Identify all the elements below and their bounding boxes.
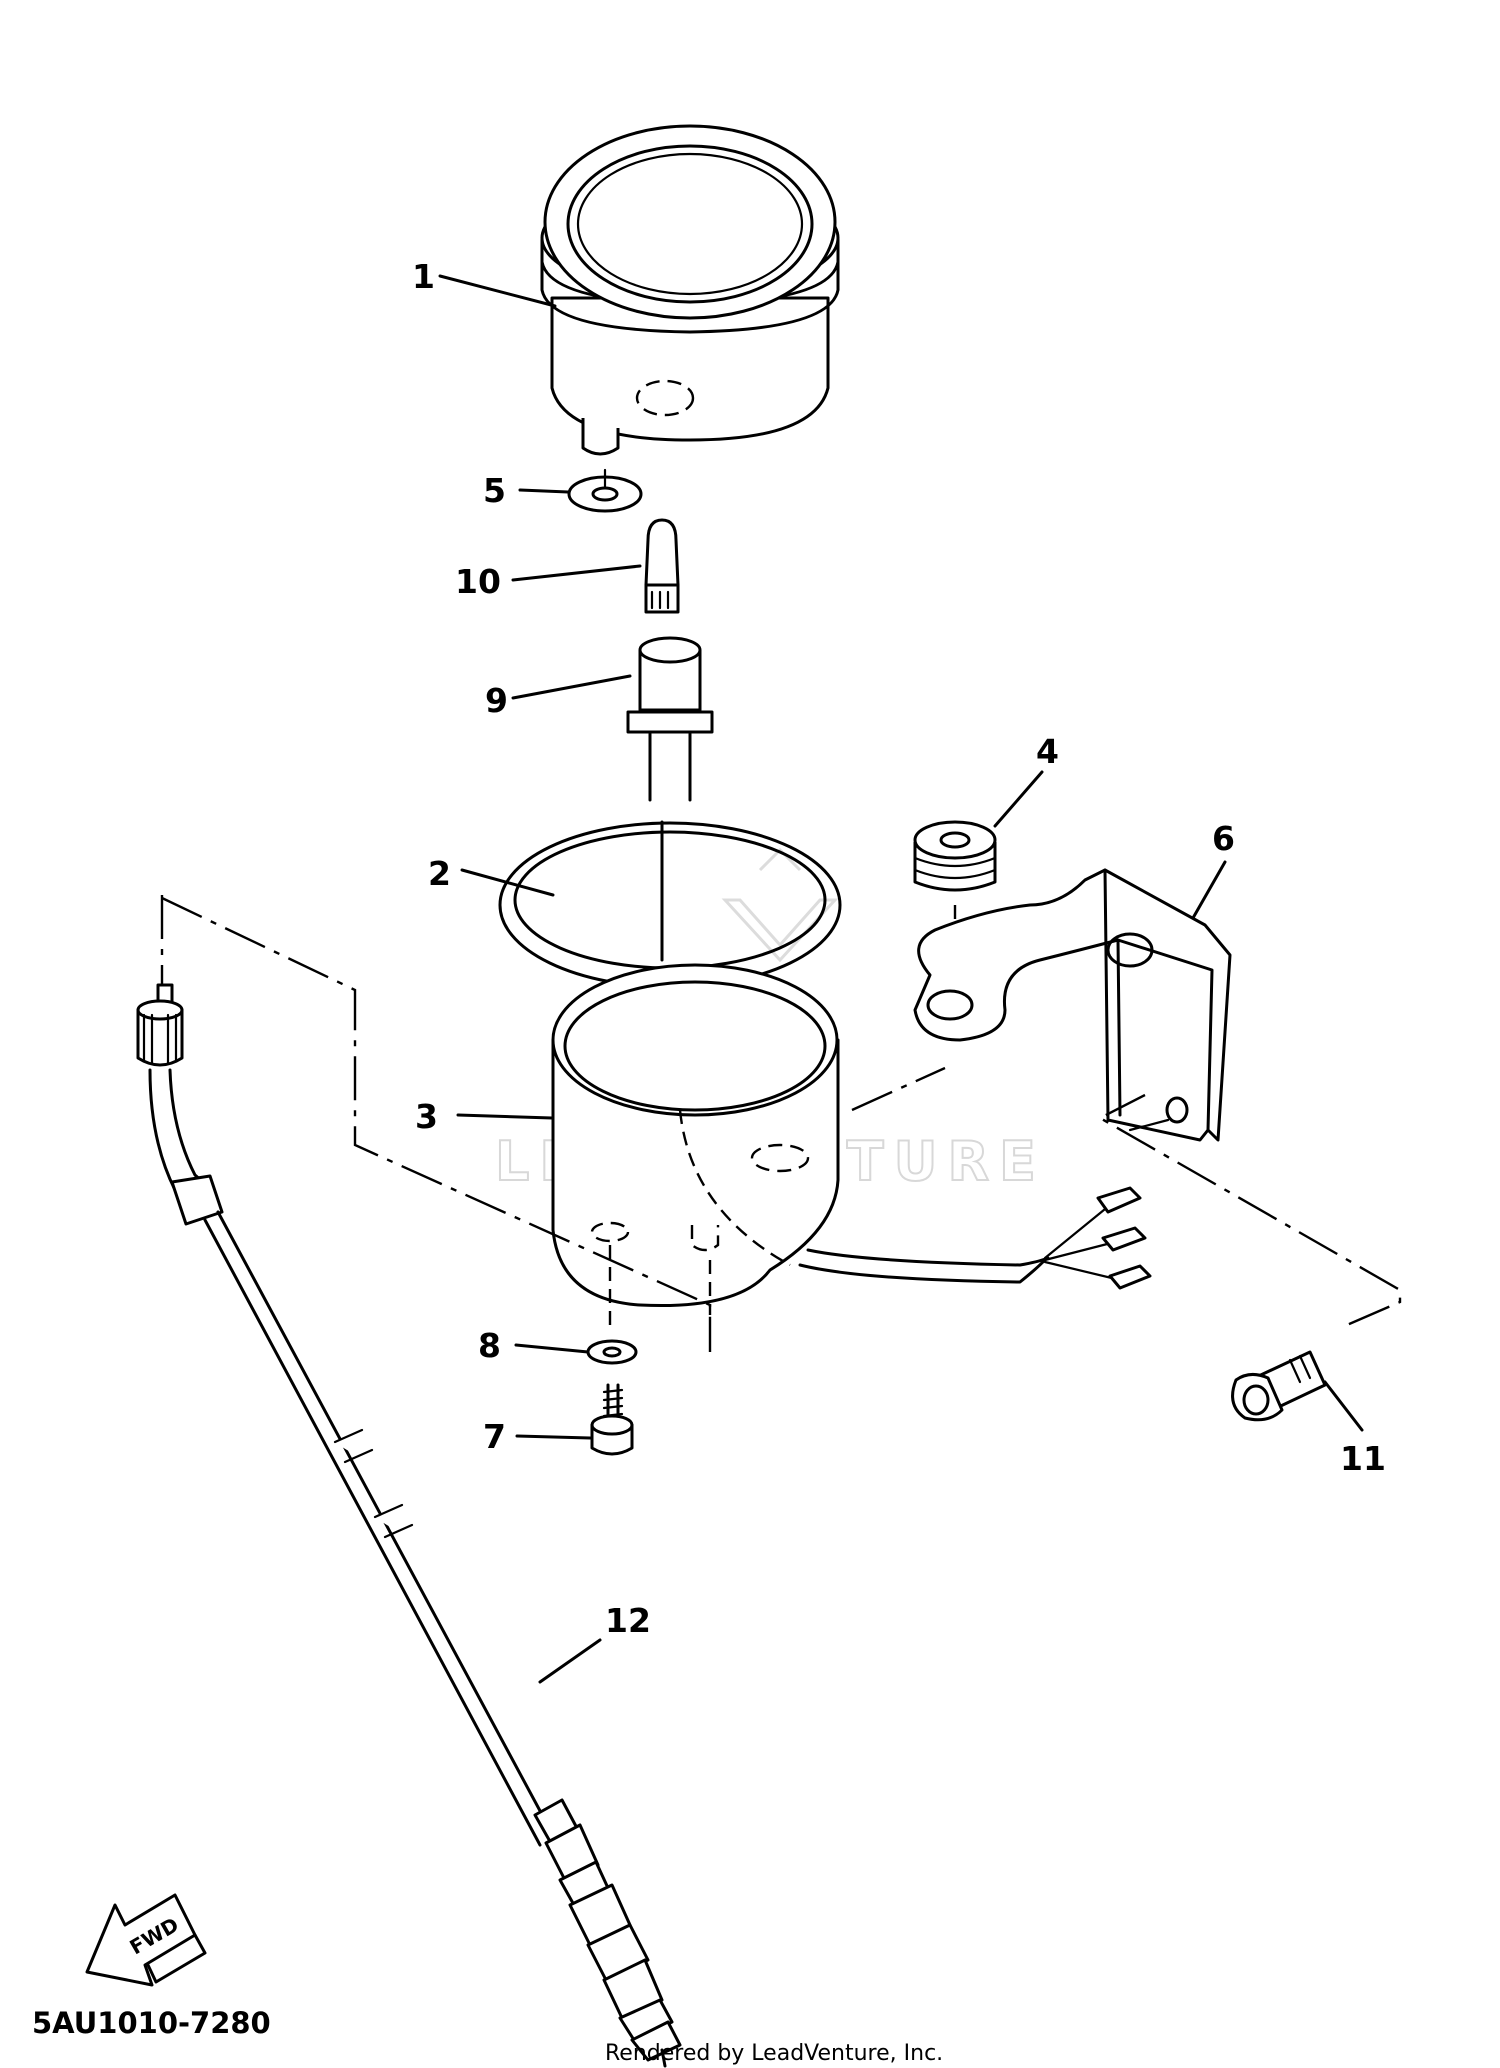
part-labels: 1 2 3 4 5 6 7 8 9 10 11 12 <box>412 257 1386 1640</box>
part-9-socket <box>626 636 714 802</box>
part-7-screw <box>590 1383 634 1456</box>
rendered-by-credit: Rendered by LeadVenture, Inc. <box>605 2041 943 2066</box>
part-12-cable <box>136 983 682 2068</box>
label-11: 11 <box>1340 1439 1386 1478</box>
fwd-direction-arrow: FWD <box>85 1893 207 1987</box>
label-10: 10 <box>455 562 501 601</box>
diagram-code: 5AU1010-7280 <box>32 2006 271 2040</box>
part-8-washer <box>586 1339 638 1365</box>
part-1-meter <box>540 124 840 456</box>
label-3: 3 <box>415 1097 438 1136</box>
part-2-ring <box>498 821 842 989</box>
label-8: 8 <box>478 1326 501 1365</box>
part-10-bulb <box>644 518 680 614</box>
leader-bolt-11 <box>1097 1093 1402 1330</box>
part-4-grommet <box>913 820 997 985</box>
part-6-bracket <box>913 868 1232 1142</box>
part-11-bolt <box>1231 1350 1327 1422</box>
label-9: 9 <box>485 681 508 720</box>
callout-lines <box>438 274 1364 1684</box>
part-5-washer <box>567 468 643 513</box>
leader-housing-right <box>851 1066 946 1112</box>
part-3-housing <box>551 963 1152 1330</box>
label-2: 2 <box>428 854 451 893</box>
label-5: 5 <box>483 471 506 510</box>
label-6: 6 <box>1212 819 1235 858</box>
leader-housing-left <box>161 896 712 1352</box>
label-7: 7 <box>483 1417 506 1456</box>
label-12: 12 <box>605 1601 651 1640</box>
label-4: 4 <box>1036 732 1059 771</box>
label-1: 1 <box>412 257 435 296</box>
